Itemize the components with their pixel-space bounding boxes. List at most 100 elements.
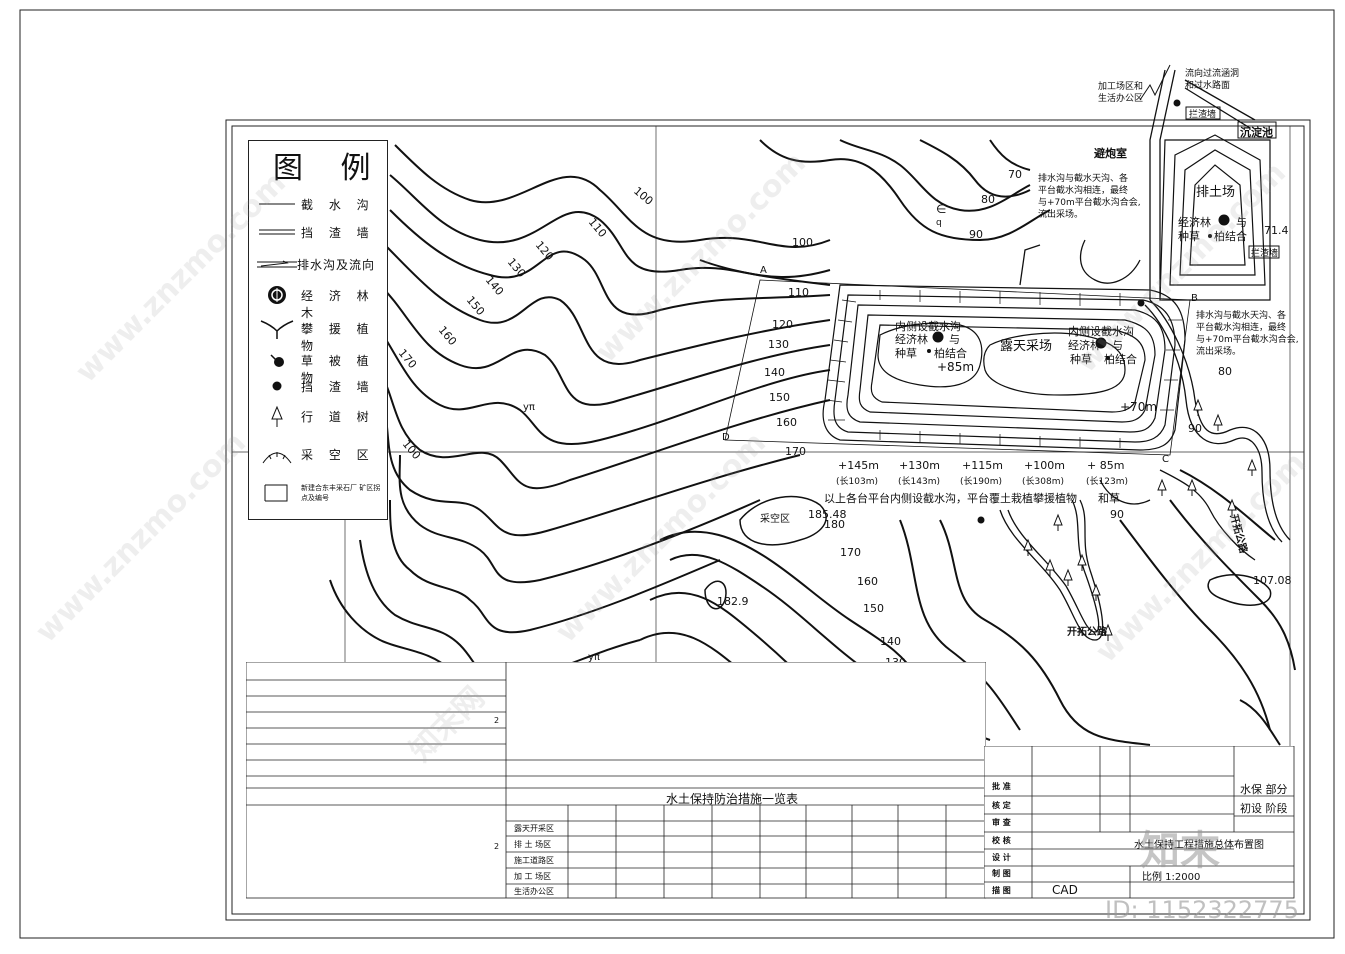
contour-label: 100 bbox=[631, 184, 655, 207]
drain-note: 流出采场。 bbox=[1196, 347, 1242, 357]
and-label: 与 bbox=[1112, 339, 1123, 352]
corner-label: C bbox=[1162, 454, 1169, 465]
legend-label: 截 水 沟 bbox=[301, 198, 375, 212]
legend-label: 采 空 区 bbox=[301, 448, 375, 462]
table-row-label: 加 工 场区 bbox=[514, 872, 552, 881]
grass-icon bbox=[270, 354, 284, 367]
contour-lines bbox=[329, 144, 831, 717]
settling-pond-label: 沉淀池 bbox=[1240, 126, 1273, 139]
bench-label: + 85m bbox=[1087, 459, 1125, 472]
table-row-label: 排 土 场区 bbox=[514, 840, 552, 849]
mine-boundary bbox=[724, 279, 1191, 456]
contour-label: 70 bbox=[1008, 168, 1022, 181]
contour-label: 110 bbox=[788, 286, 809, 299]
contour-label: 100 bbox=[792, 236, 813, 249]
legend-label: 挡 渣 墙 bbox=[301, 380, 375, 394]
corner-point-icon bbox=[264, 484, 288, 502]
table-row-label: 露天开采区 bbox=[514, 824, 554, 833]
open-pit-label: 露天采场 bbox=[1000, 339, 1053, 354]
legend-item: 挡 渣 墙 bbox=[249, 221, 387, 243]
contour-label: 140 bbox=[764, 366, 785, 379]
inner-ditch-label: 内侧设截水沟 bbox=[1068, 325, 1134, 338]
legend-label: 攀 援 植 物 bbox=[301, 322, 375, 353]
legend-title: 图 例 bbox=[273, 151, 385, 186]
contour-lines-north bbox=[699, 139, 1051, 286]
inner-ditch-label: 内侧设截水沟 bbox=[895, 320, 961, 333]
contour-label: 150 bbox=[769, 391, 790, 404]
eco-forest-label: 经济林 bbox=[1068, 339, 1101, 352]
contour-label: 80 bbox=[1218, 365, 1232, 378]
drain-note: 流出采场。 bbox=[1038, 210, 1084, 220]
intercept-ditch-icon bbox=[259, 203, 295, 205]
shelter-label: 避炮室 bbox=[1094, 147, 1127, 160]
bench-label: +115m bbox=[962, 459, 1003, 472]
contour-label: 170 bbox=[840, 546, 861, 559]
measures-table-grid bbox=[246, 662, 986, 899]
terrain-mark: ∈ bbox=[936, 202, 947, 216]
stage-label: 初设 阶段 bbox=[1240, 802, 1288, 815]
flow-note-label: 和过水路面 bbox=[1185, 81, 1231, 91]
contour-label: 140 bbox=[880, 635, 901, 648]
contour-label: 120 bbox=[533, 239, 556, 263]
table-row-label: 施工道路区 bbox=[514, 856, 554, 865]
legend: 图 例 截 水 沟 挡 渣 墙 排水沟及流向 经 济 林 木 攀 援 植 物 草… bbox=[248, 140, 388, 520]
scale-label: 比例 1:2000 bbox=[1142, 872, 1201, 883]
drain-note: 与+70m平台截水沟合会, bbox=[1196, 335, 1299, 345]
corner-label: D bbox=[722, 432, 730, 443]
retaining-wall-label: 拦渣墙 bbox=[1189, 110, 1217, 120]
legend-item: 草 被 植 物 bbox=[249, 349, 387, 385]
drain-note: 平台截水沟相连，最终 bbox=[1038, 186, 1129, 196]
cypress-label: 柏结合 bbox=[1214, 230, 1247, 243]
legend-item: 攀 援 植 物 bbox=[249, 317, 387, 353]
contour-label: 90 bbox=[1110, 508, 1124, 521]
bench-note: 和草 bbox=[1098, 492, 1120, 505]
goaf-label: 采空区 bbox=[760, 514, 790, 525]
bench-hatching bbox=[825, 290, 1182, 448]
watermark-logo: 知末 bbox=[1140, 828, 1220, 874]
grass-label: 种草 bbox=[1178, 230, 1200, 243]
flow-note-label: 流向过流涵洞 bbox=[1185, 69, 1240, 79]
legend-item: 挡 渣 墙 bbox=[249, 375, 387, 397]
table-mark: 2 bbox=[494, 716, 500, 725]
bench-length: (长143m) bbox=[898, 477, 940, 487]
drain-note: 排水沟与截水天沟、各 bbox=[1038, 174, 1129, 184]
contour-label: 160 bbox=[436, 324, 459, 348]
bench-note: 以上各台平台内侧设截水沟，平台覆土栽植攀援植物 bbox=[824, 492, 1077, 505]
open-pit-benches bbox=[822, 284, 1186, 451]
dot-icon bbox=[272, 381, 282, 391]
table-row-label: 生活办公区 bbox=[514, 887, 554, 896]
contour-label: 100 bbox=[400, 438, 423, 462]
economic-tree-icon bbox=[268, 286, 286, 304]
legend-item: 行 道 树 bbox=[249, 405, 387, 427]
title-role: 批 准 bbox=[992, 782, 1011, 791]
processing-area-label: 加工场区和 bbox=[1098, 82, 1144, 92]
table-mark: 2 bbox=[494, 842, 500, 851]
legend-label: 草 被 植 物 bbox=[301, 354, 375, 385]
cypress-label: 柏结合 bbox=[1104, 353, 1137, 366]
title-block-grid bbox=[984, 746, 1295, 899]
goaf-icon bbox=[262, 452, 292, 464]
legend-label: 排水沟及流向 bbox=[297, 258, 376, 272]
corner-label: B bbox=[1191, 293, 1198, 304]
legend-item: 采 空 区 bbox=[249, 443, 387, 465]
bench-length: (长190m) bbox=[960, 477, 1002, 487]
terrain-mark: yπ bbox=[523, 402, 535, 413]
contour-label: 160 bbox=[857, 575, 878, 588]
contour-label: 150 bbox=[863, 602, 884, 615]
corner-label: A bbox=[760, 265, 767, 276]
legend-label: 新建合东丰采石厂 矿区拐点及编号 bbox=[301, 484, 381, 502]
roads bbox=[999, 69, 1291, 641]
drain-note: 与+70m平台截水沟合会, bbox=[1038, 198, 1141, 208]
title-role: 描 图 bbox=[992, 886, 1011, 895]
contour-label: 110 bbox=[586, 216, 609, 240]
contour-label: 120 bbox=[772, 318, 793, 331]
drawing-frame bbox=[225, 119, 1311, 921]
climbing-plant-icon bbox=[260, 320, 294, 339]
contour-label: 170 bbox=[396, 347, 419, 371]
spot-height: 107.08 bbox=[1253, 574, 1292, 587]
title-role: 校 核 bbox=[992, 836, 1011, 845]
living-area-label: 生活办公区 bbox=[1098, 94, 1144, 104]
tree-dots bbox=[927, 99, 1230, 524]
contour-label: 160 bbox=[776, 416, 797, 429]
street-trees bbox=[1023, 398, 1257, 641]
